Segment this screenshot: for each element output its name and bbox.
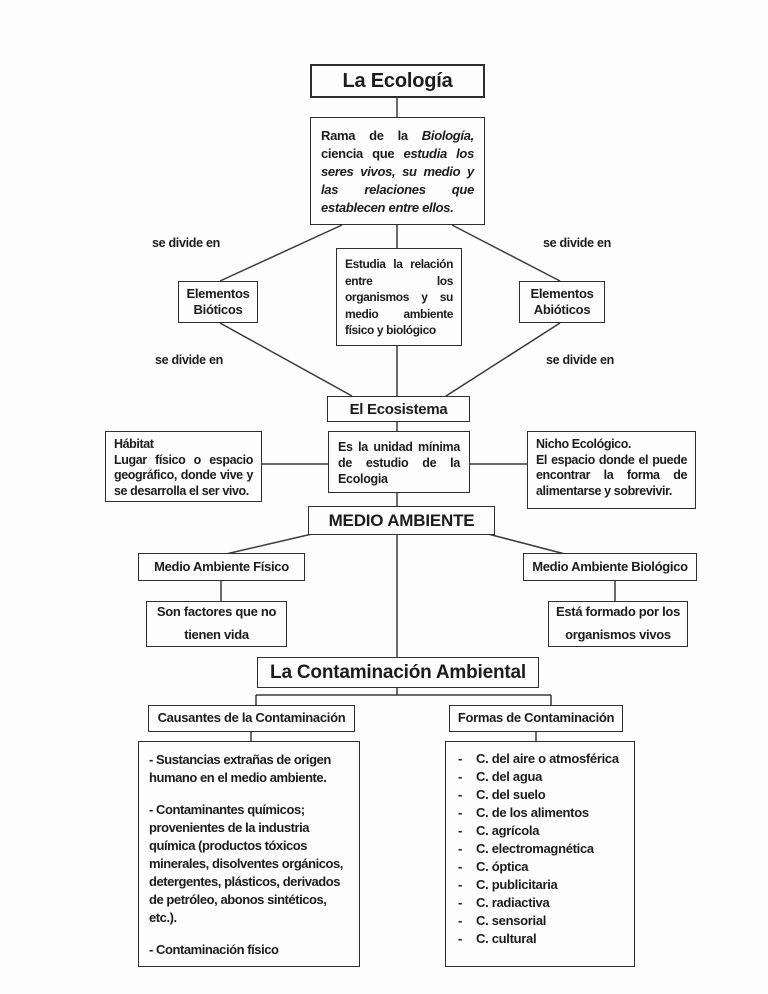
list-dash: - <box>458 769 463 784</box>
list-dash: - <box>458 877 463 892</box>
list-item: C. sensorial <box>476 913 547 928</box>
node-medio-ambiente: MEDIO AMBIENTE <box>308 506 495 535</box>
definition-text-part: Rama de la <box>321 128 422 143</box>
list-dash: - <box>458 751 463 766</box>
node-habitat: Hábitat Lugar físico o espacio geográfic… <box>105 431 262 502</box>
list-item: C. del aire o atmosférica <box>476 751 619 766</box>
list-item: C. electromagnética <box>476 841 594 856</box>
node-formas-list: -C. del aire o atmosférica -C. del agua … <box>445 741 635 967</box>
list-dash: - <box>458 823 463 838</box>
definition-text-part: estudia los seres vivos, su medio y las … <box>321 146 474 215</box>
label-se-divide-en-bottom-right: se divide en <box>546 353 614 367</box>
map-title: La Ecología <box>342 69 453 92</box>
list-item: C. publicitaria <box>476 877 558 892</box>
node-causantes-header: Causantes de la Contaminación <box>148 705 355 732</box>
node-estudia-relacion: Estudia la relación entre los organismos… <box>336 248 462 346</box>
list-item: C. agrícola <box>476 823 540 838</box>
node-nicho-ecologico: Nicho Ecológico. El espacio donde el pue… <box>527 431 696 509</box>
list-dash: - <box>458 787 463 802</box>
node-causantes-list: - Sustancias extrañas de origen humano e… <box>138 741 360 967</box>
list-item: C. de los alimentos <box>476 805 589 820</box>
label-se-divide-en-top-left: se divide en <box>152 236 220 250</box>
definition-text-part: Biología, <box>421 128 475 143</box>
list-dash: - <box>458 895 463 910</box>
list-item: C. radiactiva <box>476 895 550 910</box>
node-formas-header: Formas de Contaminación <box>449 705 623 732</box>
label-se-divide-en-bottom-left: se divide en <box>155 353 223 367</box>
list-item: C. óptica <box>476 859 529 874</box>
node-contaminacion-ambiental: La Contaminación Ambiental <box>257 657 539 688</box>
node-son-factores: Son factores que no tienen vida <box>146 601 287 647</box>
list-dash: - <box>458 859 463 874</box>
list-dash: - <box>458 841 463 856</box>
list-dash: - <box>458 913 463 928</box>
habitat-title: Hábitat <box>114 437 154 451</box>
node-medio-ambiente-biologico: Medio Ambiente Biológico <box>523 553 697 581</box>
node-el-ecosistema: El Ecosistema <box>327 396 470 422</box>
formas-list: -C. del aire o atmosférica -C. del agua … <box>450 750 630 948</box>
node-la-ecologia: La Ecología <box>310 64 485 98</box>
label-se-divide-en-top-right: se divide en <box>543 236 611 250</box>
node-elementos-bioticos: Elementos Bióticos <box>178 281 258 323</box>
list-dash: - <box>458 931 463 946</box>
list-item: - Sustancias extrañas de origen humano e… <box>149 752 331 785</box>
list-item: C. del agua <box>476 769 543 784</box>
node-definition: Rama de la Biología, ciencia que estudia… <box>310 117 485 225</box>
node-esta-formado: Está formado por los organismos vivos <box>548 601 688 647</box>
list-item: C. cultural <box>476 931 537 946</box>
habitat-body: Lugar físico o espacio geográfico, donde… <box>114 452 253 498</box>
nicho-title: Nicho Ecológico. <box>536 437 631 451</box>
nicho-body: El espacio donde el puede encontrar la f… <box>536 452 687 498</box>
node-elementos-abioticos: Elementos Abióticos <box>519 281 605 323</box>
definition-text-part: ciencia que <box>321 146 404 161</box>
list-item: C. del suelo <box>476 787 546 802</box>
list-item: - Contaminantes químicos; provenientes d… <box>149 802 343 925</box>
list-dash: - <box>458 805 463 820</box>
list-item: - Contaminación físico <box>149 942 279 957</box>
node-medio-ambiente-fisico: Medio Ambiente Físico <box>138 553 305 581</box>
node-unidad-minima: Es la unidad mínima de estudio de la Eco… <box>328 431 470 493</box>
